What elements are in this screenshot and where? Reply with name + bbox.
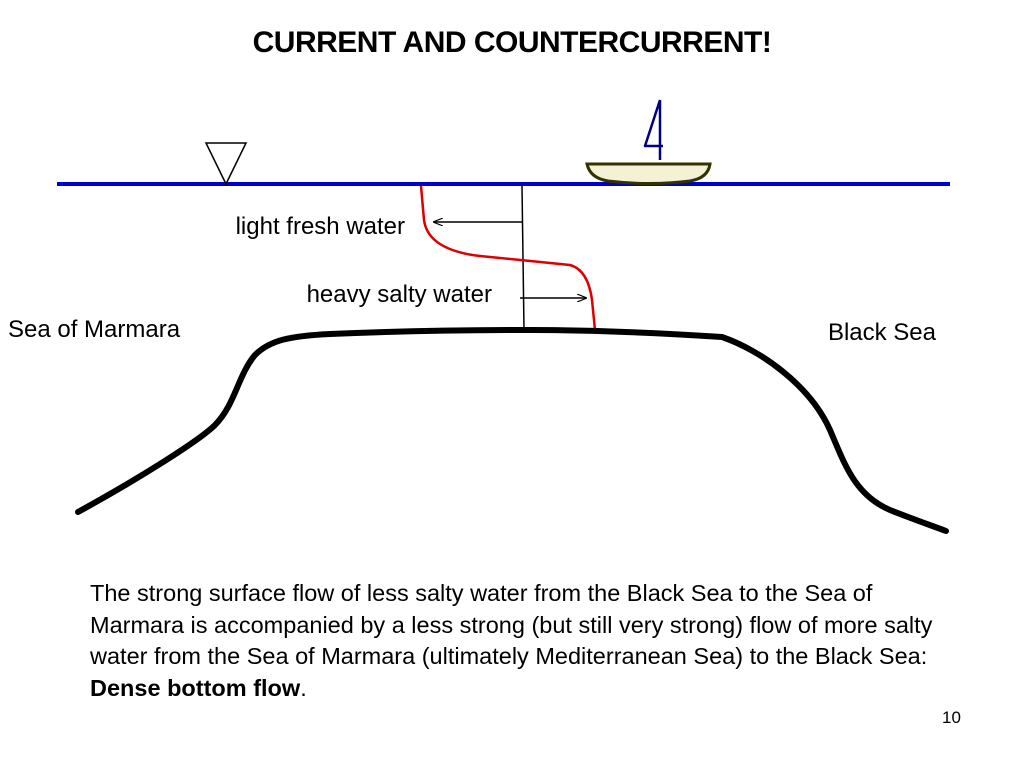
sea-of-marmara-label: Sea of Marmara (8, 316, 181, 343)
caption-conclusion: Dense bottom flow. (90, 673, 950, 705)
velocity-profile-curve (419, 185, 597, 331)
boat-hull (585, 162, 712, 185)
caption-body: The strong surface flow of less salty wa… (90, 580, 933, 669)
slide-title: CURRENT AND COUNTERCURRENT! (252, 26, 772, 59)
sailboat-icon (585, 99, 712, 185)
depth-reference-line (521, 185, 525, 331)
boat-sail (643, 99, 663, 160)
strait-diagram: light fresh water heavy salty water Sea … (8, 99, 950, 534)
water-level-triangle-icon (204, 142, 248, 186)
heavy-salty-water-label: heavy salty water (307, 281, 492, 308)
caption: The strong surface flow of less salty wa… (90, 578, 950, 704)
slide-number: 10 (942, 708, 961, 727)
caption-emphasis: Dense bottom flow (90, 674, 301, 701)
black-sea-label: Black Sea (828, 319, 937, 346)
caption-trailing: . (300, 674, 307, 701)
seabed-profile (75, 327, 949, 534)
light-fresh-water-label: light fresh water (236, 213, 405, 240)
